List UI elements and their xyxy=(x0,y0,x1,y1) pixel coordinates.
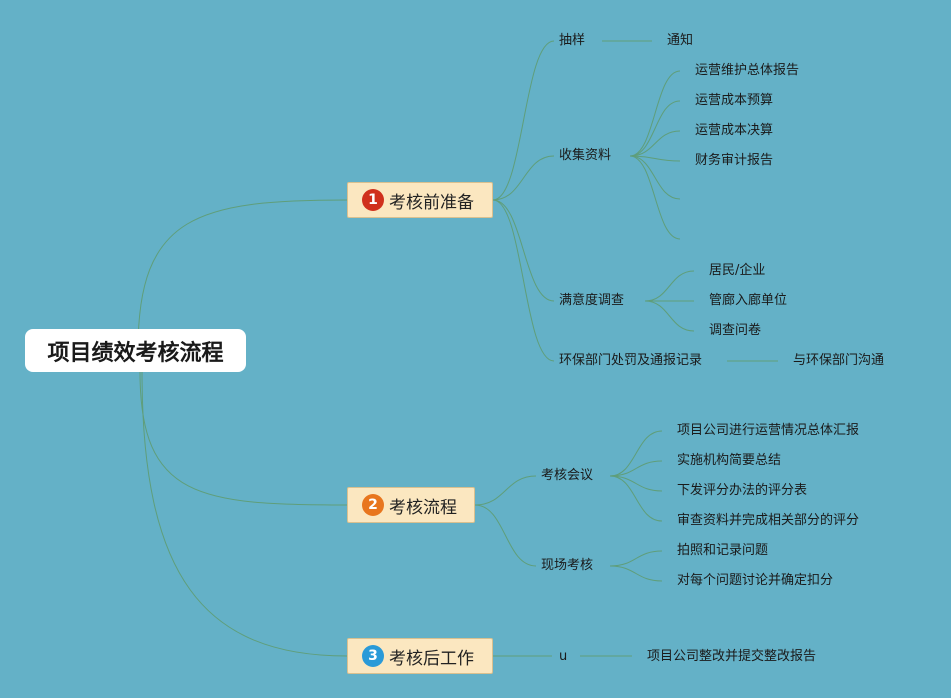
node-sampling[interactable]: 抽样 xyxy=(559,33,586,48)
node-photo-and-record[interactable]: 拍照和记录问题 xyxy=(677,543,769,558)
survey-child-line-0 xyxy=(644,270,695,302)
branch-label: 考核后工作 xyxy=(389,648,474,669)
branch2-to-onsite-line xyxy=(474,504,537,567)
branch-label: 考核流程 xyxy=(389,497,457,518)
collect-child-line-1 xyxy=(629,100,681,157)
meeting-child-line-2 xyxy=(609,475,663,492)
node-residents-enterprises[interactable]: 居民/企业 xyxy=(709,263,766,278)
collect-child-line-0 xyxy=(629,70,681,157)
node-company-report[interactable]: 项目公司进行运营情况总体汇报 xyxy=(677,423,860,438)
node-u[interactable]: u xyxy=(559,649,568,664)
collect-child-line-2 xyxy=(629,130,681,157)
collect-child-line-5 xyxy=(629,155,681,240)
node-ops-report[interactable]: 运营维护总体报告 xyxy=(695,63,800,78)
branch1-to-collect-line xyxy=(492,155,555,201)
node-notice[interactable]: 通知 xyxy=(667,33,694,48)
branch1-to-env-line xyxy=(492,199,555,362)
onsite-child-line-0 xyxy=(609,550,663,567)
branch-assessment-process[interactable]: 2 考核流程 xyxy=(347,487,475,523)
node-financial-audit[interactable]: 财务审计报告 xyxy=(695,153,774,168)
root-to-branch-1-line xyxy=(137,199,348,351)
survey-child-line-2 xyxy=(644,300,695,332)
number-badge-1: 1 xyxy=(362,189,384,211)
root-title: 项目绩效考核流程 xyxy=(47,340,224,366)
root-node[interactable]: 项目绩效考核流程 xyxy=(25,329,246,372)
branch1-to-sampling-line xyxy=(492,40,555,201)
node-discuss-deduct[interactable]: 对每个问题讨论并确定扣分 xyxy=(677,573,834,588)
node-pipe-gallery-units[interactable]: 管廊入廊单位 xyxy=(709,293,788,308)
node-agency-summary[interactable]: 实施机构简要总结 xyxy=(677,453,782,468)
branch-pre-assessment[interactable]: 1 考核前准备 xyxy=(347,182,493,218)
root-to-branch-3-line xyxy=(141,371,348,657)
node-env-penalty-records[interactable]: 环保部门处罚及通报记录 xyxy=(559,353,703,368)
collect-child-line-4 xyxy=(629,155,681,200)
node-onsite-assessment[interactable]: 现场考核 xyxy=(541,558,594,573)
branch-post-assessment[interactable]: 3 考核后工作 xyxy=(347,638,493,674)
node-env-communication[interactable]: 与环保部门沟通 xyxy=(793,353,885,368)
node-ops-budget[interactable]: 运营成本预算 xyxy=(695,93,774,108)
node-review-and-score[interactable]: 审查资料并完成相关部分的评分 xyxy=(677,513,860,528)
node-assessment-meeting[interactable]: 考核会议 xyxy=(541,468,594,483)
number-badge-3: 3 xyxy=(362,645,384,667)
branch-label: 考核前准备 xyxy=(389,192,474,213)
node-ops-final-accounts[interactable]: 运营成本决算 xyxy=(695,123,774,138)
node-rectify-report[interactable]: 项目公司整改并提交整改报告 xyxy=(647,649,817,664)
collect-child-line-3 xyxy=(629,155,681,162)
meeting-child-line-0 xyxy=(609,430,663,477)
meeting-child-line-1 xyxy=(609,460,663,477)
root-to-branch-2-line xyxy=(139,371,348,506)
node-collect-materials[interactable]: 收集资料 xyxy=(559,148,612,163)
branch1-to-survey-line xyxy=(492,199,555,302)
meeting-child-line-3 xyxy=(609,475,663,522)
number-badge-2: 2 xyxy=(362,494,384,516)
node-issue-scoring-sheet[interactable]: 下发评分办法的评分表 xyxy=(677,483,808,498)
onsite-child-line-1 xyxy=(609,565,663,582)
node-satisfaction-survey[interactable]: 满意度调查 xyxy=(559,293,625,308)
node-questionnaire[interactable]: 调查问卷 xyxy=(709,323,762,338)
branch2-to-meeting-line xyxy=(474,475,537,506)
